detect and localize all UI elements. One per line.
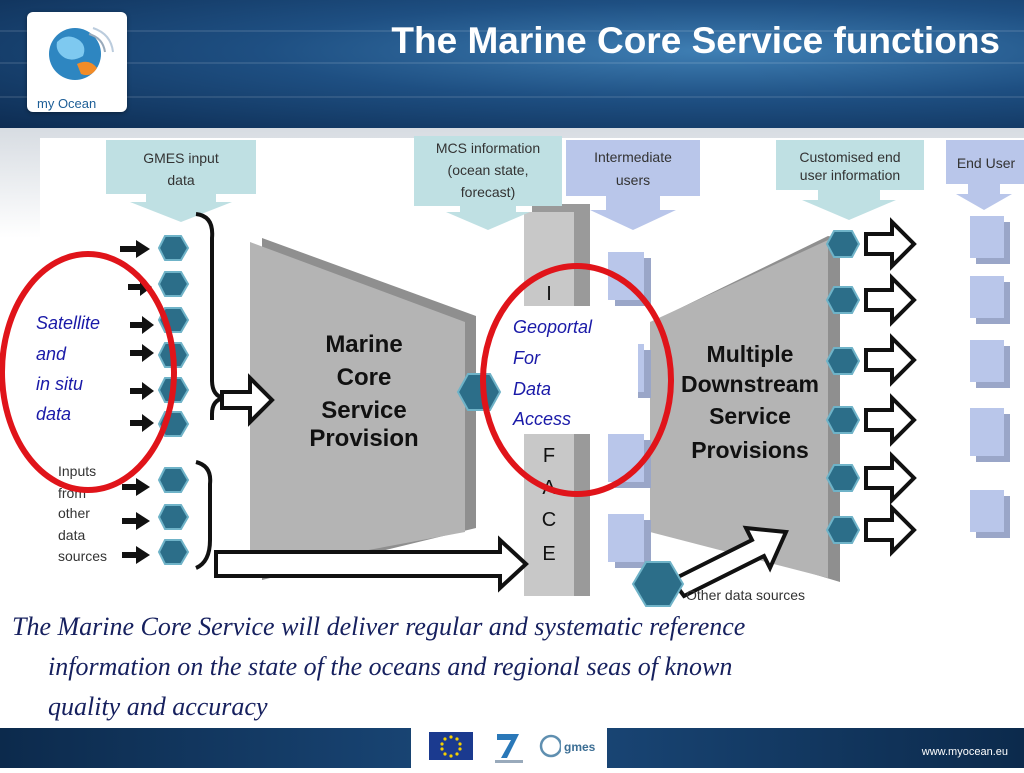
interface-hexagon (456, 373, 502, 411)
satellite-label: Satellite and in situ data (36, 313, 100, 424)
output-hexagons (825, 230, 861, 544)
globe-icon (49, 27, 114, 80)
geoportal-box (506, 306, 638, 434)
marine-core-line1: Marine (325, 331, 402, 358)
top-brace (195, 212, 225, 420)
gmes-input-line2: data (167, 172, 194, 188)
output-arrows (864, 217, 917, 557)
inputs-line1: Inputs (58, 463, 96, 479)
input-arrows (120, 240, 154, 564)
intermediate-line1: Intermediate (594, 149, 672, 165)
geoportal-line4: Access (512, 409, 571, 429)
footer-url[interactable]: www.myocean.eu (921, 746, 1008, 758)
caption: The Marine Core Service will deliver reg… (12, 607, 1012, 727)
other-sources-arrow (668, 525, 789, 599)
callout-customised-end-user: Customised end user information (776, 140, 924, 220)
satellite-line4: data (36, 404, 71, 424)
end-user-boxes (970, 216, 1010, 538)
mcs-info-line2: (ocean state, (448, 162, 529, 178)
marine-core-line2: Core (337, 364, 392, 391)
interface-letter-8: E (542, 543, 555, 565)
mcs-info-line3: forecast) (461, 184, 515, 200)
downstream-funnel (650, 240, 828, 578)
input-hexagons-bottom (157, 467, 190, 565)
eu-flag-icon[interactable] (429, 732, 473, 760)
gmes-input-line1: GMES input (143, 150, 219, 166)
inputs-line5: sources (58, 548, 107, 564)
myocean-logo[interactable]: my Ocean (27, 12, 127, 112)
mcs-info-line1: MCS information (436, 140, 540, 156)
fp7-icon[interactable] (495, 734, 523, 763)
marine-core-line4: Provision (309, 425, 418, 452)
caption-line2: information on the state of the oceans a… (48, 652, 733, 681)
geoportal-line2: For (513, 348, 541, 368)
interface-letter-0: I (546, 283, 552, 305)
partner-logos: gmes (411, 722, 607, 768)
satellite-line1: Satellite (36, 313, 100, 333)
svg-text:gmes: gmes (564, 740, 596, 754)
downstream-line2: Downstream (681, 371, 819, 397)
satellite-ellipse (0, 251, 177, 493)
other-sources-hexagon (631, 561, 685, 607)
marine-core-label: Marine Core Service Provision (309, 331, 418, 452)
intermediate-line2: users (616, 172, 650, 188)
callout-intermediate-users: Intermediate users (566, 140, 700, 230)
customised-line1: Customised end (799, 149, 900, 165)
other-data-sources-label: Other data sources (686, 587, 805, 603)
input-to-core-arrow (220, 373, 275, 427)
downstream-line3: Service (709, 403, 791, 429)
bottom-brace (195, 460, 213, 570)
callout-mcs-information: MCS information (ocean state, forecast) (414, 136, 562, 230)
header-banner: my Ocean The Marine Core Service functio… (0, 0, 1024, 128)
bypass-arrow (214, 535, 529, 593)
page-title: The Marine Core Service functions (391, 20, 1000, 61)
logo-text: my Ocean (37, 96, 97, 111)
satellite-line2: and (36, 344, 67, 364)
downstream-label: Multiple Downstream Service Provisions (681, 341, 819, 463)
geoportal-label: Geoportal For Data Access (512, 317, 593, 429)
geoportal-ellipse (480, 263, 674, 497)
satellite-line3: in situ (36, 374, 83, 394)
end-user-label: End User (957, 155, 1016, 171)
downstream-line1: Multiple (707, 341, 794, 367)
marine-core-line3: Service (321, 397, 406, 424)
inputs-line3: other (58, 505, 90, 521)
caption-line3: quality and accuracy (48, 692, 268, 721)
caption-line1: The Marine Core Service will deliver reg… (12, 612, 746, 641)
customised-line2: user information (800, 167, 900, 183)
geoportal-line1: Geoportal (513, 317, 593, 337)
interface-letter-7: C (542, 509, 556, 531)
inputs-line4: data (58, 527, 85, 543)
downstream-line4: Provisions (691, 437, 809, 463)
interface-letter-5: F (543, 445, 555, 467)
input-hexagons-top (157, 235, 190, 437)
marine-core-funnel (250, 242, 465, 572)
callout-gmes-input: GMES input data (106, 140, 256, 222)
geoportal-line3: Data (513, 379, 551, 399)
callout-end-user: End User (946, 140, 1024, 210)
gmes-icon[interactable]: gmes (539, 734, 596, 758)
